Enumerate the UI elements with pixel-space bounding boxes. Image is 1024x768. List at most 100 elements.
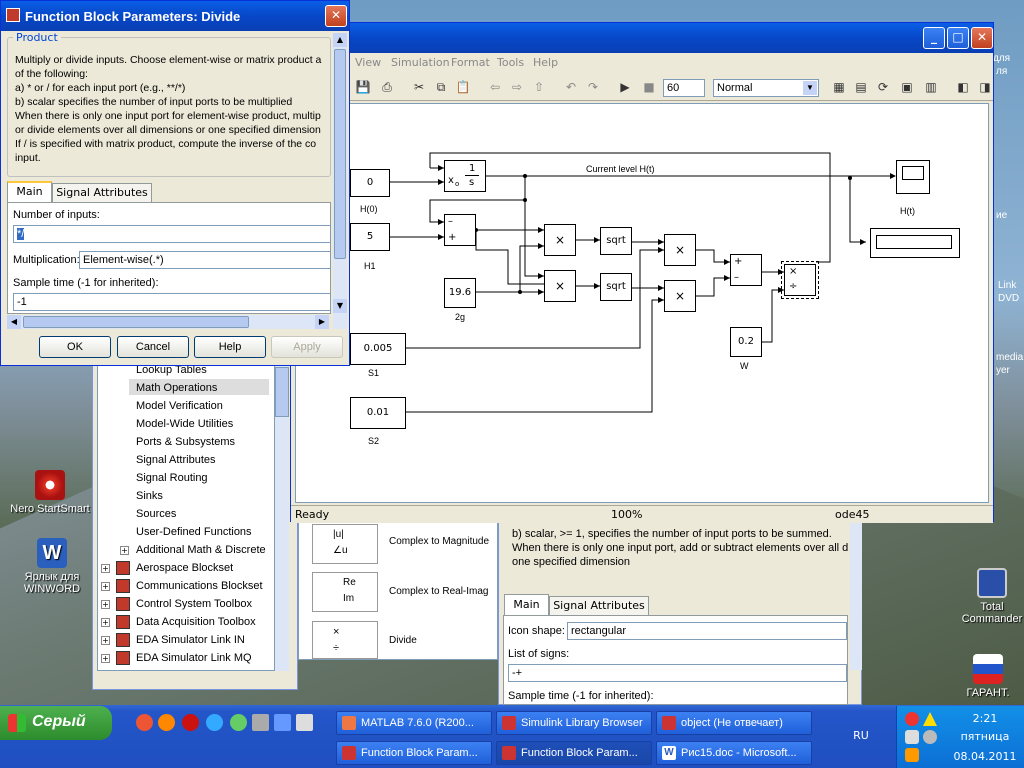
paste-icon[interactable]: 📋 bbox=[455, 80, 471, 94]
menu-simulation[interactable]: Simulation bbox=[391, 56, 450, 69]
chevron-down-icon[interactable]: ▼ bbox=[803, 81, 817, 95]
cut-icon[interactable]: ✂ bbox=[413, 80, 425, 94]
tree-scroll-thumb[interactable] bbox=[275, 367, 289, 417]
warning-icon[interactable] bbox=[923, 712, 937, 726]
constant-block-h1[interactable]: 5 bbox=[350, 223, 390, 251]
tree-item[interactable]: User-Defined Functions bbox=[136, 526, 252, 538]
sum-block-2[interactable]: + – bbox=[730, 254, 762, 286]
sqrt-block-1[interactable]: sqrt bbox=[600, 227, 632, 255]
tree-item[interactable]: Aerospace Blockset bbox=[136, 562, 234, 574]
tray-icon[interactable] bbox=[905, 712, 919, 726]
tab-main[interactable]: Main bbox=[504, 594, 549, 616]
quicklaunch-icon[interactable] bbox=[230, 714, 247, 731]
back-icon[interactable]: ⇦ bbox=[489, 80, 501, 94]
tree-item-selected[interactable]: Math Operations bbox=[136, 382, 218, 394]
icon-shape-select[interactable]: rectangular bbox=[567, 622, 847, 640]
expand-icon[interactable]: + bbox=[101, 600, 110, 609]
tree-item[interactable]: Data Acquisition Toolbox bbox=[136, 616, 256, 628]
product-block-3[interactable]: × bbox=[664, 234, 696, 266]
menu-tools[interactable]: Tools bbox=[497, 56, 525, 69]
redo-icon[interactable]: ↷ bbox=[587, 80, 599, 94]
scroll-right-icon[interactable]: ▶ bbox=[315, 315, 329, 329]
dialog-hscrollbar[interactable]: ◀ ▶ bbox=[7, 315, 329, 329]
scroll-down-icon[interactable]: ▼ bbox=[333, 299, 347, 313]
scroll-up-icon[interactable]: ▲ bbox=[333, 33, 347, 47]
constant-block-2g[interactable]: 19.6 bbox=[444, 278, 476, 308]
tab-main[interactable]: Main bbox=[7, 181, 52, 203]
ie-icon[interactable] bbox=[206, 714, 223, 731]
scroll-thumb[interactable] bbox=[334, 49, 346, 259]
sample-time-input[interactable]: -1 bbox=[13, 293, 331, 311]
save-icon[interactable]: 💾 bbox=[355, 80, 371, 94]
quicklaunch-icon[interactable] bbox=[296, 714, 313, 731]
up-icon[interactable]: ⇧ bbox=[533, 80, 545, 94]
display-block[interactable] bbox=[870, 228, 960, 258]
play-icon[interactable]: ▶ bbox=[620, 80, 630, 94]
product-block-4[interactable]: × bbox=[664, 280, 696, 312]
tree-item[interactable]: EDA Simulator Link MQ bbox=[136, 652, 252, 664]
task-library-browser[interactable]: Simulink Library Browser bbox=[496, 711, 652, 735]
menu-view[interactable]: View bbox=[355, 56, 382, 69]
quicklaunch-icon[interactable] bbox=[274, 714, 291, 731]
expand-icon[interactable]: + bbox=[101, 636, 110, 645]
scope-block[interactable] bbox=[896, 160, 930, 194]
tree-item[interactable]: Control System Toolbox bbox=[136, 598, 252, 610]
start-button[interactable]: Серый bbox=[0, 706, 112, 740]
expand-icon[interactable]: + bbox=[101, 618, 110, 627]
tray-icon[interactable] bbox=[905, 730, 919, 744]
product-block-1[interactable]: × bbox=[544, 224, 576, 256]
debug-icon[interactable]: ▤ bbox=[855, 80, 867, 94]
hscroll-thumb[interactable] bbox=[23, 316, 249, 328]
tree-item[interactable]: Lookup Tables bbox=[136, 364, 207, 376]
model-browser-icon[interactable]: ▦ bbox=[833, 80, 845, 94]
volume-icon[interactable] bbox=[923, 730, 937, 744]
firefox-icon[interactable] bbox=[158, 714, 175, 731]
update-icon[interactable]: ⟳ bbox=[877, 80, 889, 94]
tray-icon[interactable] bbox=[905, 748, 919, 762]
tree-item[interactable]: Model-Wide Utilities bbox=[136, 418, 234, 430]
minimize-button[interactable]: _ bbox=[923, 27, 945, 49]
task-function-block-2[interactable]: Function Block Param... bbox=[496, 741, 652, 765]
close-button[interactable]: ✕ bbox=[971, 27, 993, 49]
dialog-vscrollbar[interactable]: ▲ ▼ bbox=[333, 33, 347, 329]
desktop-icon-total-commander[interactable]: Total Commander bbox=[952, 568, 1024, 625]
task-function-block-1[interactable]: Function Block Param... bbox=[336, 741, 492, 765]
desktop-icon-nero[interactable]: Nero StartSmart bbox=[10, 470, 90, 515]
library-icon[interactable]: ▣ bbox=[901, 80, 913, 94]
constant-block-s1[interactable]: 0.005 bbox=[350, 333, 406, 365]
tree-scrollbar[interactable] bbox=[275, 353, 289, 671]
sqrt-block-2[interactable]: sqrt bbox=[600, 273, 632, 301]
sum-scrollbar[interactable] bbox=[850, 520, 862, 670]
language-indicator[interactable]: RU bbox=[853, 729, 869, 742]
constant-block-w[interactable]: 0.2 bbox=[730, 327, 762, 357]
explorer-icon[interactable]: ▥ bbox=[925, 80, 937, 94]
task-object[interactable]: object (Не отвечает) bbox=[656, 711, 812, 735]
opera-icon[interactable] bbox=[182, 714, 199, 731]
maximize-button[interactable]: □ bbox=[947, 27, 969, 49]
constant-block-s2[interactable]: 0.01 bbox=[350, 397, 406, 429]
stop-icon[interactable]: ■ bbox=[643, 80, 655, 94]
tree-item[interactable]: EDA Simulator Link IN bbox=[136, 634, 245, 646]
subsystem-icon[interactable]: ◧ bbox=[957, 80, 969, 94]
tree-item[interactable]: Signal Attributes bbox=[136, 454, 216, 466]
ok-button[interactable]: OK bbox=[39, 336, 111, 358]
integrator-block[interactable]: x o 1 s bbox=[444, 160, 486, 192]
expand-icon[interactable]: + bbox=[101, 564, 110, 573]
menu-help[interactable]: Help bbox=[533, 56, 559, 69]
tree-item[interactable]: Model Verification bbox=[136, 400, 223, 412]
scroll-left-icon[interactable]: ◀ bbox=[7, 315, 21, 329]
divide-block-selected[interactable]: × ÷ bbox=[781, 261, 819, 299]
print-icon[interactable]: ⎙ bbox=[382, 80, 392, 94]
sim-mode-select[interactable]: Normal▼ bbox=[713, 79, 819, 97]
desktop-icon-winword[interactable]: W Ярлык для WINWORD bbox=[12, 538, 92, 595]
tree-item[interactable]: Ports & Subsystems bbox=[136, 436, 236, 448]
help-button[interactable]: Help bbox=[194, 336, 266, 358]
menu-format[interactable]: Format bbox=[451, 56, 490, 69]
cancel-button[interactable]: Cancel bbox=[117, 336, 189, 358]
product-block-2[interactable]: × bbox=[544, 270, 576, 302]
complex-to-real-imag-block[interactable]: Re Im bbox=[312, 572, 378, 612]
tree-item[interactable]: Sources bbox=[136, 508, 177, 520]
desktop-icon-garant[interactable]: ГАРАНТ. bbox=[948, 654, 1024, 699]
tree-item[interactable]: Sinks bbox=[136, 490, 163, 502]
